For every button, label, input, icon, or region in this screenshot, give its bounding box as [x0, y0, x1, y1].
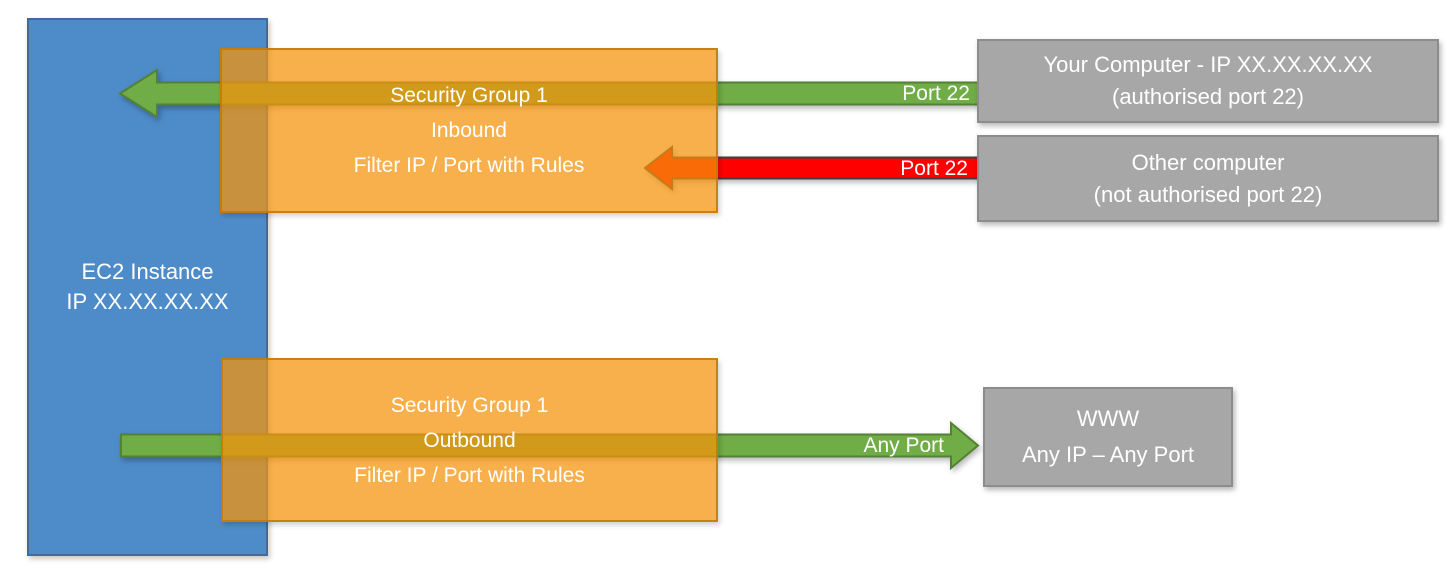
- sg-inbound-description: Filter IP / Port with Rules: [353, 154, 585, 177]
- inbound-blocked-port-label: Port 22: [900, 157, 968, 180]
- inbound-allowed-port-label: Port 22: [902, 82, 970, 105]
- ec2-instance-ip: IP XX.XX.XX.XX: [66, 289, 229, 314]
- sg-outbound-direction: Outbound: [423, 428, 516, 452]
- sg-inbound-direction: Inbound: [431, 119, 507, 142]
- sg-inbound-title: Security Group 1: [390, 84, 548, 107]
- your-computer-note: (authorised port 22): [1112, 84, 1304, 109]
- other-computer-title: Other computer: [1131, 149, 1285, 175]
- security-group-inbound-box: Security Group 1 Inbound Filter IP / Por…: [220, 48, 718, 213]
- ec2-instance-name: EC2 Instance: [81, 259, 214, 284]
- your-computer-title: Your Computer - IP XX.XX.XX.XX: [1043, 52, 1373, 77]
- sg-outbound-title: Security Group 1: [390, 393, 549, 417]
- security-group-outbound-box: Security Group 1 Outbound Filter IP / Po…: [221, 358, 718, 522]
- www-note: Any IP – Any Port: [1021, 442, 1195, 467]
- sg-outbound-description: Filter IP / Port with Rules: [354, 463, 585, 487]
- your-computer-box: Your Computer - IP XX.XX.XX.XX (authoris…: [977, 39, 1439, 123]
- www-title: WWW: [1076, 406, 1140, 431]
- other-computer-note: (not authorised port 22): [1093, 181, 1323, 207]
- other-computer-box: Other computer (not authorised port 22): [977, 135, 1439, 222]
- outbound-port-label: Any Port: [863, 434, 944, 457]
- www-box: WWW Any IP – Any Port: [983, 387, 1233, 487]
